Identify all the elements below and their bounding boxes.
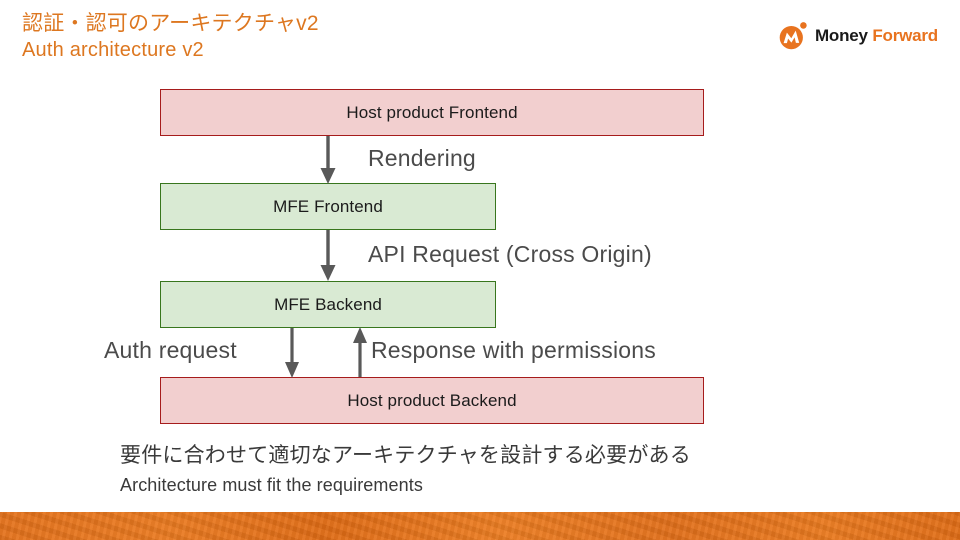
edge-label-rendering: Rendering	[368, 145, 476, 171]
page-title: 認証・認可のアーキテクチャv2 Auth architecture v2	[22, 11, 319, 63]
caption-english: Architecture must fit the requirements	[120, 475, 423, 495]
diagram-node-host-product-backend[interactable]: Host product Backend	[160, 377, 704, 424]
money-forward-logo-mark-icon	[778, 21, 808, 51]
arrow-response-with-permissions	[353, 327, 367, 377]
arrow-rendering	[320, 136, 336, 184]
logo-word-money: Money	[814, 26, 868, 45]
logo-word-forward: Forward	[872, 26, 938, 45]
money-forward-logo: Money Forward	[778, 21, 938, 51]
bottom-accent-bar	[0, 512, 960, 540]
diagram-node-mfe-backend[interactable]: MFE Backend	[160, 281, 496, 328]
diagram-node-mfe-frontend[interactable]: MFE Frontend	[160, 183, 496, 230]
diagram-node-host-product-frontend[interactable]: Host product Frontend	[160, 89, 704, 136]
edge-label-response-with-permissions: Response with permissions	[371, 337, 656, 363]
arrow-api-request	[320, 230, 336, 281]
edge-label-api-request: API Request (Cross Origin)	[368, 241, 652, 267]
edge-label-auth-request: Auth request	[104, 337, 237, 363]
caption-japanese: 要件に合わせて適切なアーキテクチャを設計する必要がある	[120, 444, 691, 467]
money-forward-wordmark: Money Forward	[815, 26, 938, 46]
page-title-japanese: 認証・認可のアーキテクチャv2	[22, 12, 319, 35]
arrow-auth-request	[285, 328, 299, 378]
slide-caption: 要件に合わせて適切なアーキテクチャを設計する必要がある Architecture…	[120, 441, 691, 499]
page-title-english: Auth architecture v2	[22, 39, 204, 61]
